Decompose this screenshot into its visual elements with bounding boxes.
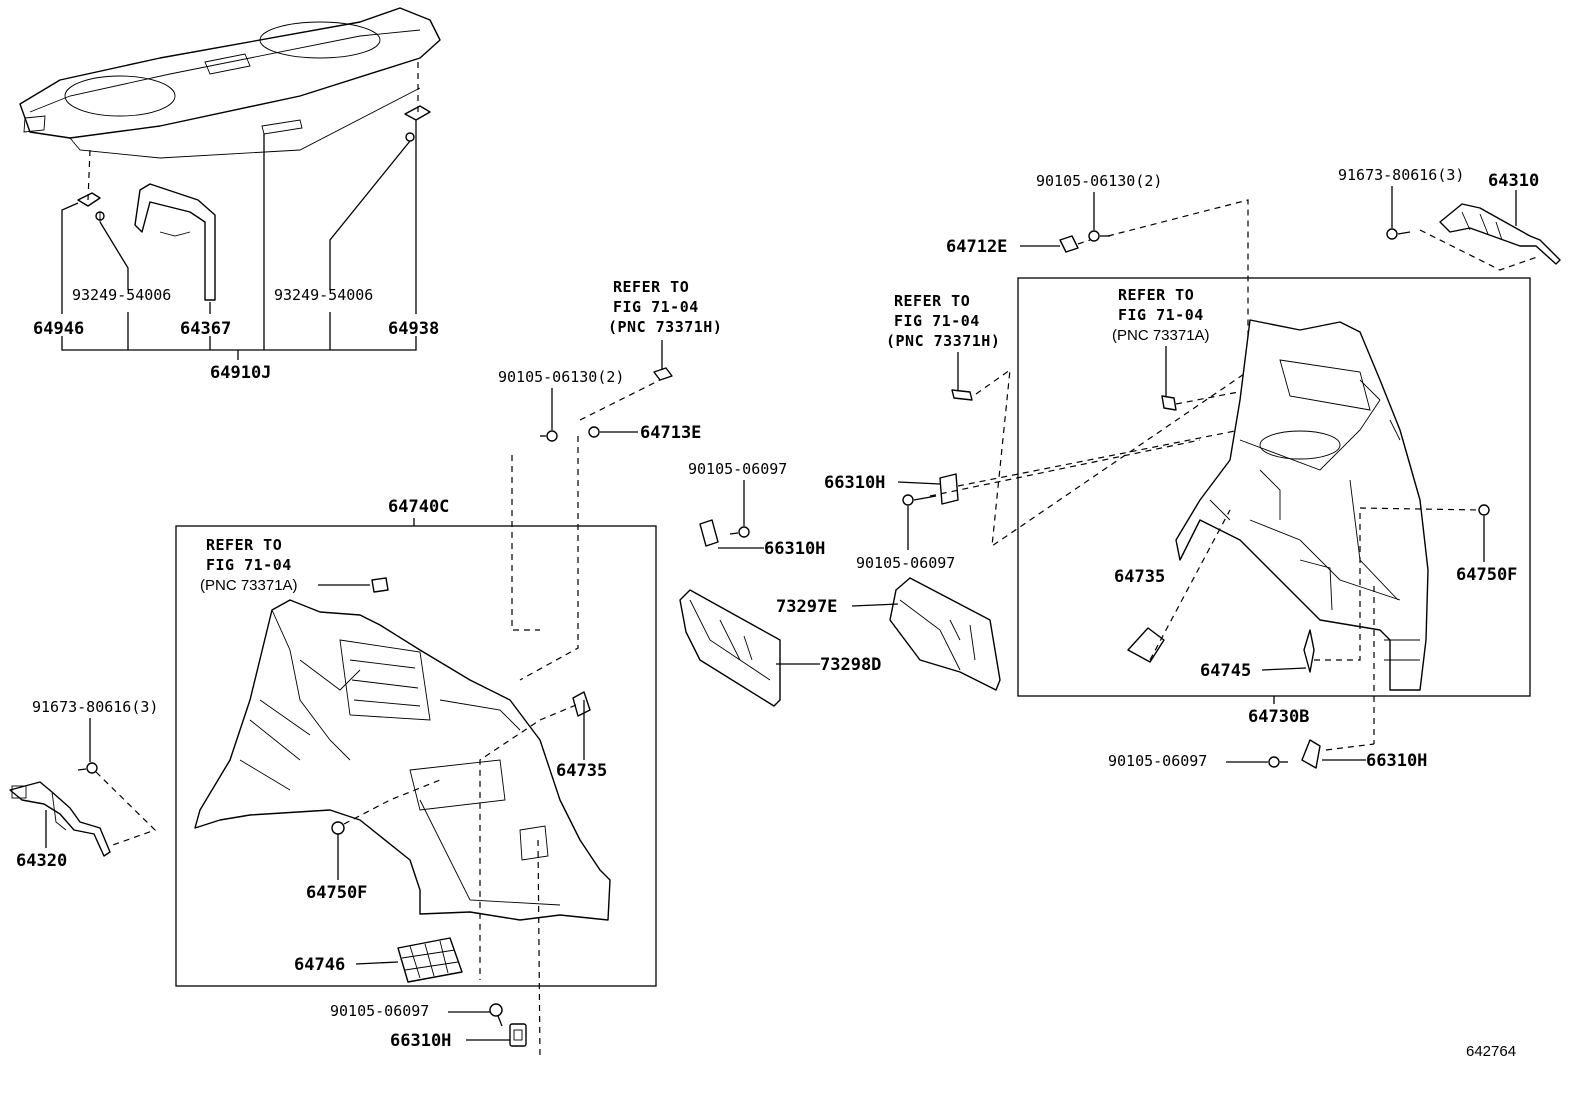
label-64938: 64938 <box>388 319 439 339</box>
label-90105-06097-bottom: 90105-06097 <box>330 1002 429 1020</box>
label-66310h-bottom: 66310H <box>390 1031 451 1051</box>
label-66310h-center: 66310H <box>764 539 825 559</box>
left-refer-line1: REFER TO <box>206 536 282 554</box>
label-64713e: 64713E <box>640 423 701 443</box>
tonneau-cover-illustration <box>19 7 441 159</box>
label-90105-06130-right: 90105-06130(2) <box>1036 172 1162 190</box>
dashed-refer-h <box>975 368 1251 548</box>
screw-center-illustration <box>540 430 558 442</box>
duct-73298d-illustration <box>679 589 820 707</box>
label-64740c: 64740C <box>388 497 449 517</box>
label-64712e: 64712E <box>946 237 1007 257</box>
duct-73297e-illustration <box>851 577 1001 691</box>
right-refer-h-line2: FIG 71-04 <box>894 312 980 330</box>
label-90105-06097-right: 90105-06097 <box>856 554 955 572</box>
label-64320: 64320 <box>16 851 67 871</box>
dashed-right-bracket-link <box>1325 743 1375 751</box>
label-64746: 64746 <box>294 955 345 975</box>
clip-64713e-illustration <box>588 426 638 438</box>
right-refer-line2: FIG 71-04 <box>1118 306 1204 324</box>
right-side-panel-illustration <box>1175 319 1429 691</box>
label-64735-left: 64735 <box>556 761 607 781</box>
cover-64745-illustration <box>1261 507 1481 673</box>
left-side-panel-illustration <box>194 599 611 921</box>
left-refer-line2: FIG 71-04 <box>206 556 292 574</box>
clip-73371h-right-illustration <box>951 352 973 401</box>
bolt-bottom-illustration <box>489 1003 503 1027</box>
dashed-screw-left <box>511 455 540 631</box>
label-66310h-right-bottom: 66310H <box>1366 751 1427 771</box>
label-64750f-right: 64750F <box>1456 565 1517 585</box>
right-refer-h-line1: REFER TO <box>894 292 970 310</box>
right-refer-line1: REFER TO <box>1118 286 1194 304</box>
bracket-66310h-right-illustration <box>897 429 1241 505</box>
left-panel-box <box>175 525 657 987</box>
refer-text-line2: FIG 71-04 <box>613 298 699 316</box>
bracket-66310h-right-bottom-illustration <box>1301 739 1366 769</box>
diagram-id: 642764 <box>1466 1043 1516 1060</box>
screw-91673-left-illustration <box>77 762 98 774</box>
clip-64712e-illustration <box>1020 235 1091 253</box>
label-64745: 64745 <box>1200 661 1251 681</box>
bolt-right-illustration <box>902 439 1201 550</box>
fastener-64750f-left-illustration <box>331 779 441 880</box>
right-refer-h-line3: (PNC 73371H) <box>886 332 1000 350</box>
bracket-66310h-center-illustration <box>699 519 764 549</box>
bolt-center-illustration <box>729 526 750 538</box>
clip-73371h-center-illustration <box>653 340 673 381</box>
cover-64367-illustration <box>134 183 216 301</box>
clip-73371a-left-illustration <box>371 577 389 593</box>
label-73298d: 73298D <box>820 655 881 675</box>
label-64946: 64946 <box>33 319 84 339</box>
hook-64310-illustration <box>1419 190 1561 271</box>
label-90105-06130-center: 90105-06130(2) <box>498 368 624 386</box>
dashed-clip-link <box>579 379 661 421</box>
label-64910j: 64910J <box>210 363 271 383</box>
lid-64735-right-illustration <box>1127 509 1231 663</box>
label-90105-06097-right-bottom: 90105-06097 <box>1108 752 1207 770</box>
bracket-66310h-bottom-illustration <box>466 1023 527 1047</box>
fastener-64750f-right-illustration <box>1478 504 1490 562</box>
label-66310h-right-top: 66310H <box>824 473 885 493</box>
label-64730b: 64730B <box>1248 707 1309 727</box>
lid-64735-left-illustration <box>479 691 591 980</box>
right-refer-line3: (PNC 73371A) <box>1112 327 1210 344</box>
label-64310: 64310 <box>1488 171 1539 191</box>
screw-right-illustration <box>1088 199 1249 370</box>
label-64750f-left: 64750F <box>306 883 367 903</box>
holder-64938-illustration <box>404 62 431 142</box>
refer-text-line3: (PNC 73371H) <box>608 318 722 336</box>
holder-64946-illustration <box>77 149 105 222</box>
bolt-right-bottom-illustration <box>1268 756 1288 768</box>
label-91673-right: 91673-80616(3) <box>1338 166 1464 184</box>
label-91673-left: 91673-80616(3) <box>32 698 158 716</box>
cover-64746-illustration <box>355 937 463 983</box>
label-73297e: 73297E <box>776 597 837 617</box>
label-93249-right: 93249-54006 <box>274 286 373 304</box>
refer-text-line1: REFER TO <box>613 278 689 296</box>
hook-64320-illustration <box>9 771 157 857</box>
left-refer-line3: (PNC 73371A) <box>200 577 298 594</box>
label-64367: 64367 <box>180 319 231 339</box>
screw-91673-right-illustration <box>1386 228 1411 240</box>
tonneau-leaders <box>61 120 417 360</box>
label-64735-right: 64735 <box>1114 567 1165 587</box>
dashed-bottom-bracket <box>537 839 541 1061</box>
label-93249-left: 93249-54006 <box>72 286 171 304</box>
dashed-screw-right <box>519 436 579 681</box>
label-90105-06097-center: 90105-06097 <box>688 460 787 478</box>
